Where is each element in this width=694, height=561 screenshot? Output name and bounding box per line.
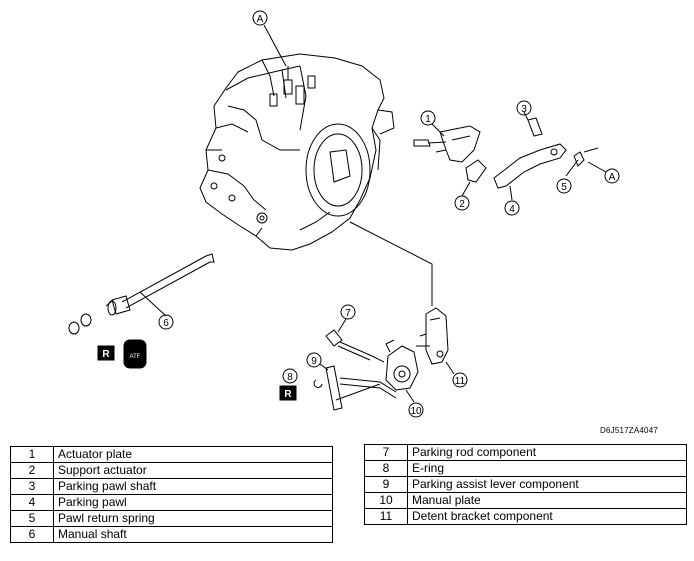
legend-part-name: Detent bracket component xyxy=(407,508,687,525)
legend-part-name: Parking pawl shaft xyxy=(53,478,333,495)
manual-shaft xyxy=(105,253,215,317)
svg-text:4: 4 xyxy=(509,204,515,215)
svg-text:6: 6 xyxy=(163,318,169,329)
svg-text:8: 8 xyxy=(287,372,293,383)
callout-6: 6 xyxy=(158,314,174,330)
manual-plate xyxy=(385,339,419,403)
legend-part-name: Parking assist lever component xyxy=(407,476,687,493)
svg-text:7: 7 xyxy=(345,308,351,319)
exploded-parts-diagram: A 6 R ATF 1 xyxy=(68,10,620,418)
legend-part-name: Support actuator xyxy=(53,462,333,479)
svg-text:A: A xyxy=(257,14,264,25)
svg-text:9: 9 xyxy=(311,356,317,367)
callout-8: 8 xyxy=(282,368,298,384)
detent-bracket xyxy=(416,307,455,375)
legend-part-number: 6 xyxy=(10,526,54,543)
e-ring xyxy=(313,379,323,388)
legend-part-name: Manual shaft xyxy=(53,526,333,543)
legend-part-number: 10 xyxy=(364,492,408,509)
legend-part-number: 3 xyxy=(10,478,54,495)
o-rings xyxy=(68,313,92,335)
callout-A-spring: A xyxy=(587,161,620,184)
replace-badge-2: R xyxy=(279,385,297,401)
svg-text:R: R xyxy=(284,389,292,400)
parking-rod xyxy=(325,329,385,363)
callout-11: 11 xyxy=(452,372,468,388)
callout-9: 9 xyxy=(306,352,329,371)
transaxle-case xyxy=(199,53,395,251)
support-actuator xyxy=(461,159,487,197)
callout-7: 7 xyxy=(337,304,356,333)
legend-part-number: 7 xyxy=(364,444,408,461)
svg-text:3: 3 xyxy=(521,104,527,115)
svg-text:5: 5 xyxy=(561,182,567,193)
svg-text:R: R xyxy=(102,349,110,360)
svg-text:1: 1 xyxy=(425,114,431,125)
replace-badge: R xyxy=(97,345,115,361)
legend-part-number: 4 xyxy=(10,494,54,511)
legend-part-name: E-ring xyxy=(407,460,687,477)
diagram-reference-code: D6J517ZA4047 xyxy=(600,426,658,435)
parking-pawl-shaft xyxy=(523,111,543,137)
legend-part-name: Parking rod component xyxy=(407,444,687,461)
svg-text:ATF: ATF xyxy=(130,354,141,360)
svg-text:11: 11 xyxy=(455,376,466,387)
legend-part-name: Actuator plate xyxy=(53,446,333,463)
legend-part-name: Manual plate xyxy=(407,492,687,509)
pawl-return-spring xyxy=(565,147,599,177)
legend-part-number: 9 xyxy=(364,476,408,493)
atf-icon: ATF xyxy=(123,339,147,369)
callout-A-case: A xyxy=(252,10,287,67)
svg-text:2: 2 xyxy=(459,199,465,210)
parking-assist-lever xyxy=(325,365,397,411)
callout-4: 4 xyxy=(504,200,520,216)
callout-5: 5 xyxy=(556,178,572,194)
legend-part-number: 1 xyxy=(10,446,54,463)
svg-text:10: 10 xyxy=(410,406,422,417)
callout-3: 3 xyxy=(516,100,532,116)
svg-text:A: A xyxy=(609,172,616,183)
legend-part-name: Pawl return spring xyxy=(53,510,333,527)
legend-part-number: 5 xyxy=(10,510,54,527)
callout-10: 10 xyxy=(408,402,424,418)
legend-part-name: Parking pawl xyxy=(53,494,333,511)
legend-part-number: 11 xyxy=(364,508,408,525)
callout-2: 2 xyxy=(454,195,470,211)
legend-part-number: 8 xyxy=(364,460,408,477)
parking-pawl xyxy=(493,143,567,201)
legend-part-number: 2 xyxy=(10,462,54,479)
callout-1: 1 xyxy=(420,110,445,137)
actuator-plate xyxy=(413,125,481,163)
leader-line xyxy=(349,221,433,306)
